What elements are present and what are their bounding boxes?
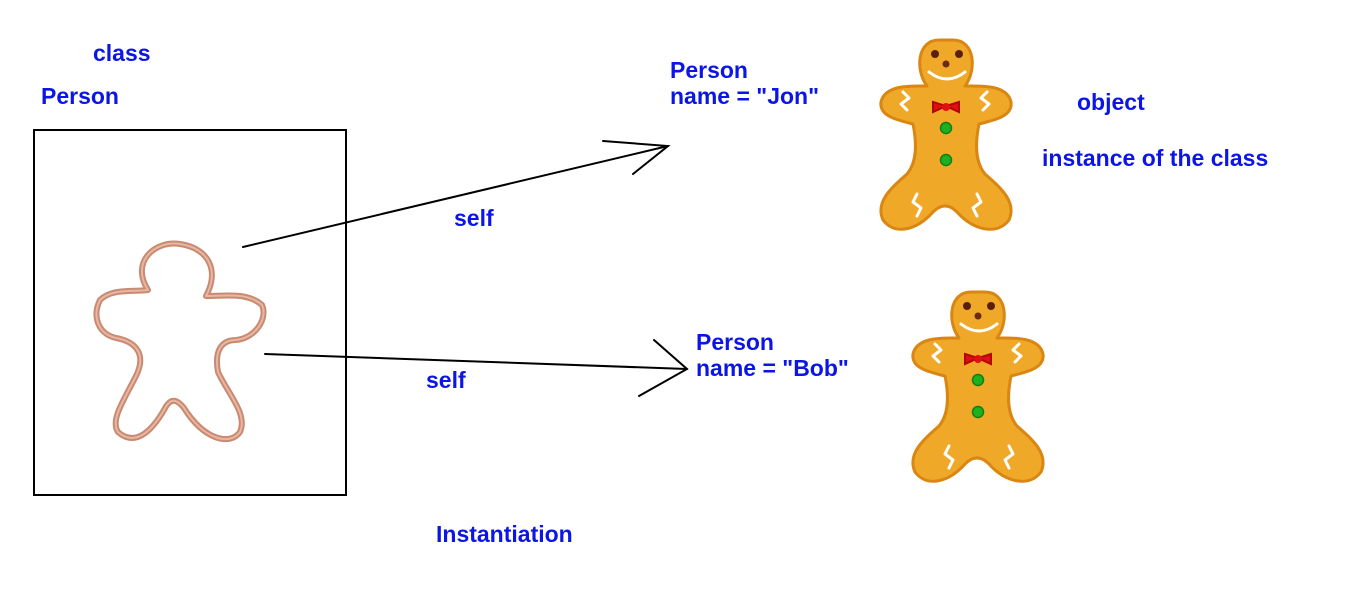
object-bob-label: Person name = "Bob" <box>696 329 849 382</box>
self-label-top: self <box>454 205 494 231</box>
gingerbread-cookie-icon-jon <box>879 38 1013 231</box>
arrow-top-line <box>242 145 669 248</box>
object-jon-class: Person <box>670 57 748 83</box>
class-keyword-label: class <box>93 40 151 66</box>
arrow-bottom-head <box>638 339 689 397</box>
class-box <box>33 129 347 496</box>
object-bob-class: Person <box>696 329 774 355</box>
object-label: object <box>1077 89 1145 115</box>
arrow-top-head <box>602 140 671 175</box>
class-name-label: Person <box>41 83 119 109</box>
object-jon-label: Person name = "Jon" <box>670 57 819 110</box>
instance-of-class-label: instance of the class <box>1042 145 1269 171</box>
self-label-bottom: self <box>426 367 466 393</box>
object-bob-attribute: name = "Bob" <box>696 355 849 382</box>
arrow-bottom-line <box>264 353 688 370</box>
object-jon-attribute: name = "Jon" <box>670 83 819 110</box>
gingerbread-cookie-icon-bob <box>911 290 1045 483</box>
instantiation-label: Instantiation <box>436 521 573 547</box>
